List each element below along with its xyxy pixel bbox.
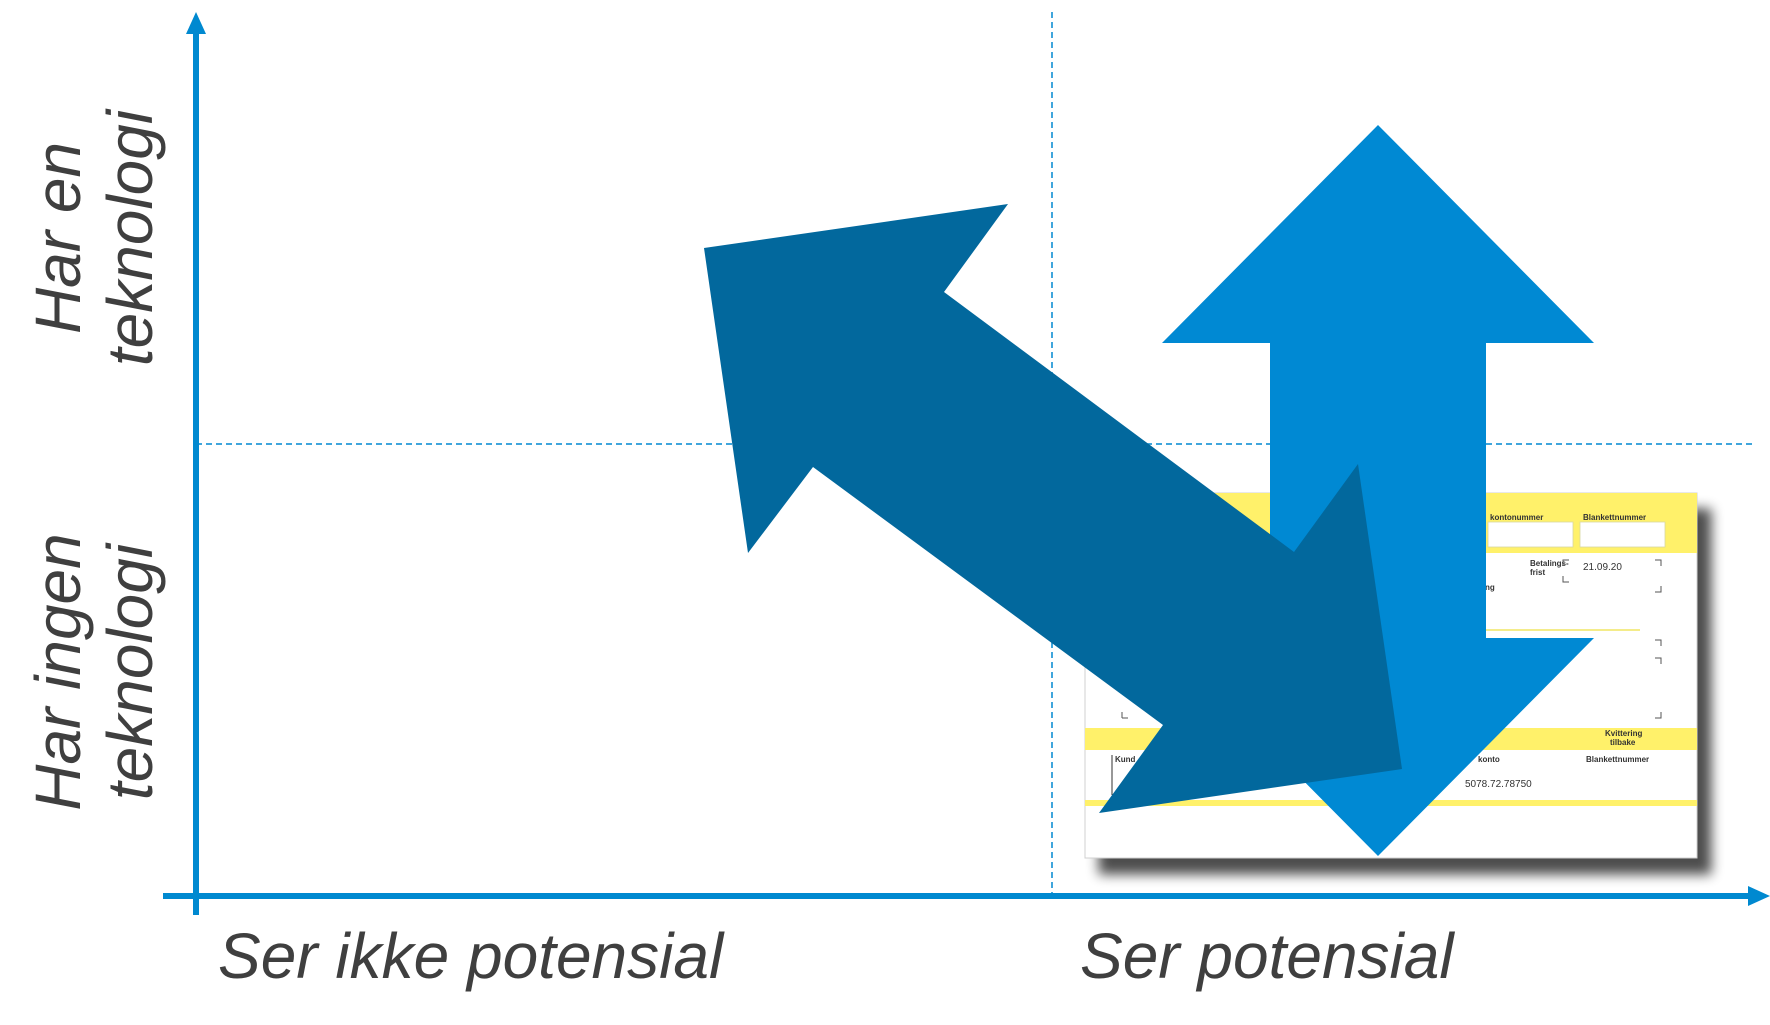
slip-receipt-label-1: Kvittering (1605, 729, 1642, 738)
y-label-no-technology: Har ingen teknologi (22, 482, 166, 862)
slip-form-number-label: Blankettnummer (1583, 513, 1646, 522)
y-label-has-technology-line2: teknologi (94, 109, 166, 367)
x-label-potential: Ser potensial (1080, 920, 1454, 992)
y-axis-arrowhead (186, 12, 206, 34)
diagonal-double-arrow (704, 204, 1402, 813)
slip-partial-label: ng (1485, 583, 1495, 592)
slip-to-account-value: 5078.72.78750 (1465, 779, 1532, 790)
slip-receipt-label-2: tilbake (1610, 738, 1636, 747)
y-label-has-technology: Har en teknologi (22, 48, 166, 428)
slip-account-label: kontonummer (1490, 513, 1543, 522)
slip-form-number-label-2: Blankettnummer (1586, 755, 1649, 764)
y-label-no-technology-line1: Har ingen (22, 533, 94, 811)
slip-due-label-1: Betalings- (1530, 559, 1569, 568)
slip-due-label-2: frist (1530, 568, 1545, 577)
y-label-no-technology-line2: teknologi (94, 543, 166, 801)
slip-customer-label: Kund (1115, 755, 1136, 764)
slip-to-account-label: konto (1478, 755, 1500, 764)
x-label-no-potential: Ser ikke potensial (218, 920, 724, 992)
slip-due-value: 21.09.20 (1583, 562, 1622, 573)
x-axis-arrowhead (1748, 886, 1770, 906)
y-label-has-technology-line1: Har en (22, 141, 94, 335)
